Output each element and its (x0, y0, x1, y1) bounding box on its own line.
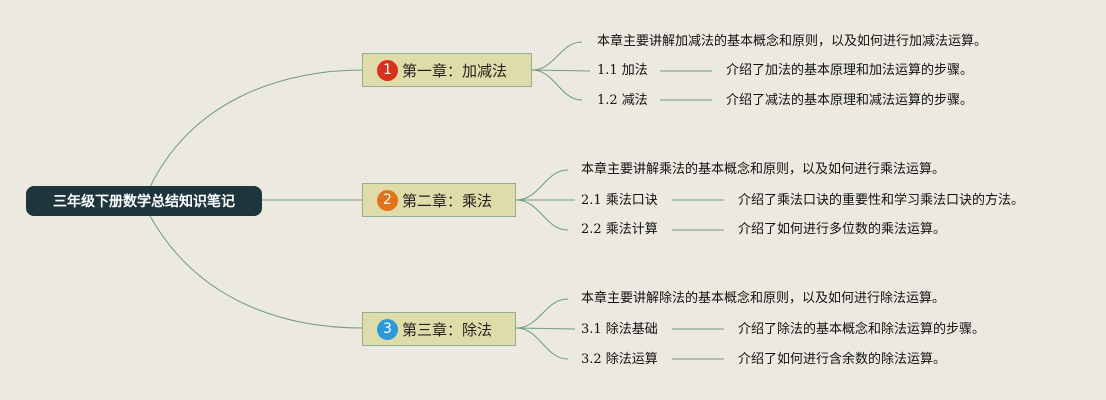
chapter-1-node[interactable]: 1 第一章：加减法 (362, 53, 532, 87)
section-3-2-description[interactable]: 介绍了如何进行含余数的除法运算。 (738, 352, 947, 367)
root-node[interactable]: 三年级下册数学总结知识笔记 (26, 186, 262, 216)
section-3-1-label[interactable]: 3.1 除法基础 (581, 322, 658, 337)
chapter-3-summary[interactable]: 本章主要讲解除法的基本概念和原则，以及如何进行除法运算。 (581, 291, 946, 306)
chapter-1-title: 第一章：加减法 (402, 61, 508, 80)
chapter-3-section-1-line (515, 327, 576, 330)
section-3-2-label[interactable]: 3.2 除法运算 (581, 352, 658, 367)
chapter-3-summary-line (515, 298, 569, 329)
chapter-2-title: 第二章：乘法 (402, 191, 493, 210)
section-2-2-description[interactable]: 介绍了如何进行多位数的乘法运算。 (738, 222, 947, 237)
chapter-3-title: 第三章：除法 (402, 320, 493, 339)
chapter-1-section-2-line (531, 69, 583, 101)
section-1-2-description[interactable]: 介绍了减法的基本原理和减法运算的步骤。 (726, 93, 974, 108)
chapter-3-section-2-line (515, 327, 569, 360)
chapter-2-number-badge: 2 (377, 189, 398, 211)
chapter-2-node[interactable]: 2 第二章：乘法 (362, 183, 516, 217)
section-1-1-description[interactable]: 介绍了加法的基本原理和加法运算的步骤。 (726, 63, 974, 78)
chapter-1-summary-line (531, 41, 583, 71)
section-1-1-label[interactable]: 1.1 加法 (597, 63, 648, 78)
chapter-3-number-badge: 3 (377, 318, 398, 340)
root-to-chapter-3-line (149, 215, 363, 329)
chapter-3-node[interactable]: 3 第三章：除法 (362, 312, 516, 346)
chapter-1-section-1-line (531, 69, 591, 72)
section-3-1-description[interactable]: 介绍了除法的基本概念和除法运算的步骤。 (738, 322, 986, 337)
chapter-2-summary[interactable]: 本章主要讲解乘法的基本概念和原则，以及如何进行乘法运算。 (581, 162, 946, 177)
root-to-chapter-1-line (149, 69, 363, 188)
section-2-1-description[interactable]: 介绍了乘法口诀的重要性和学习乘法口诀的方法。 (738, 193, 1025, 208)
chapter-2-summary-line (515, 169, 569, 201)
chapter-2-section-2-line (515, 199, 569, 231)
chapter-1-summary[interactable]: 本章主要讲解加减法的基本概念和原则，以及如何进行加减法运算。 (597, 34, 988, 49)
section-1-2-label[interactable]: 1.2 减法 (597, 93, 648, 108)
section-2-1-label[interactable]: 2.1 乘法口诀 (581, 193, 658, 208)
section-2-2-label[interactable]: 2.2 乘法计算 (581, 222, 658, 237)
chapter-1-number-badge: 1 (377, 59, 398, 81)
